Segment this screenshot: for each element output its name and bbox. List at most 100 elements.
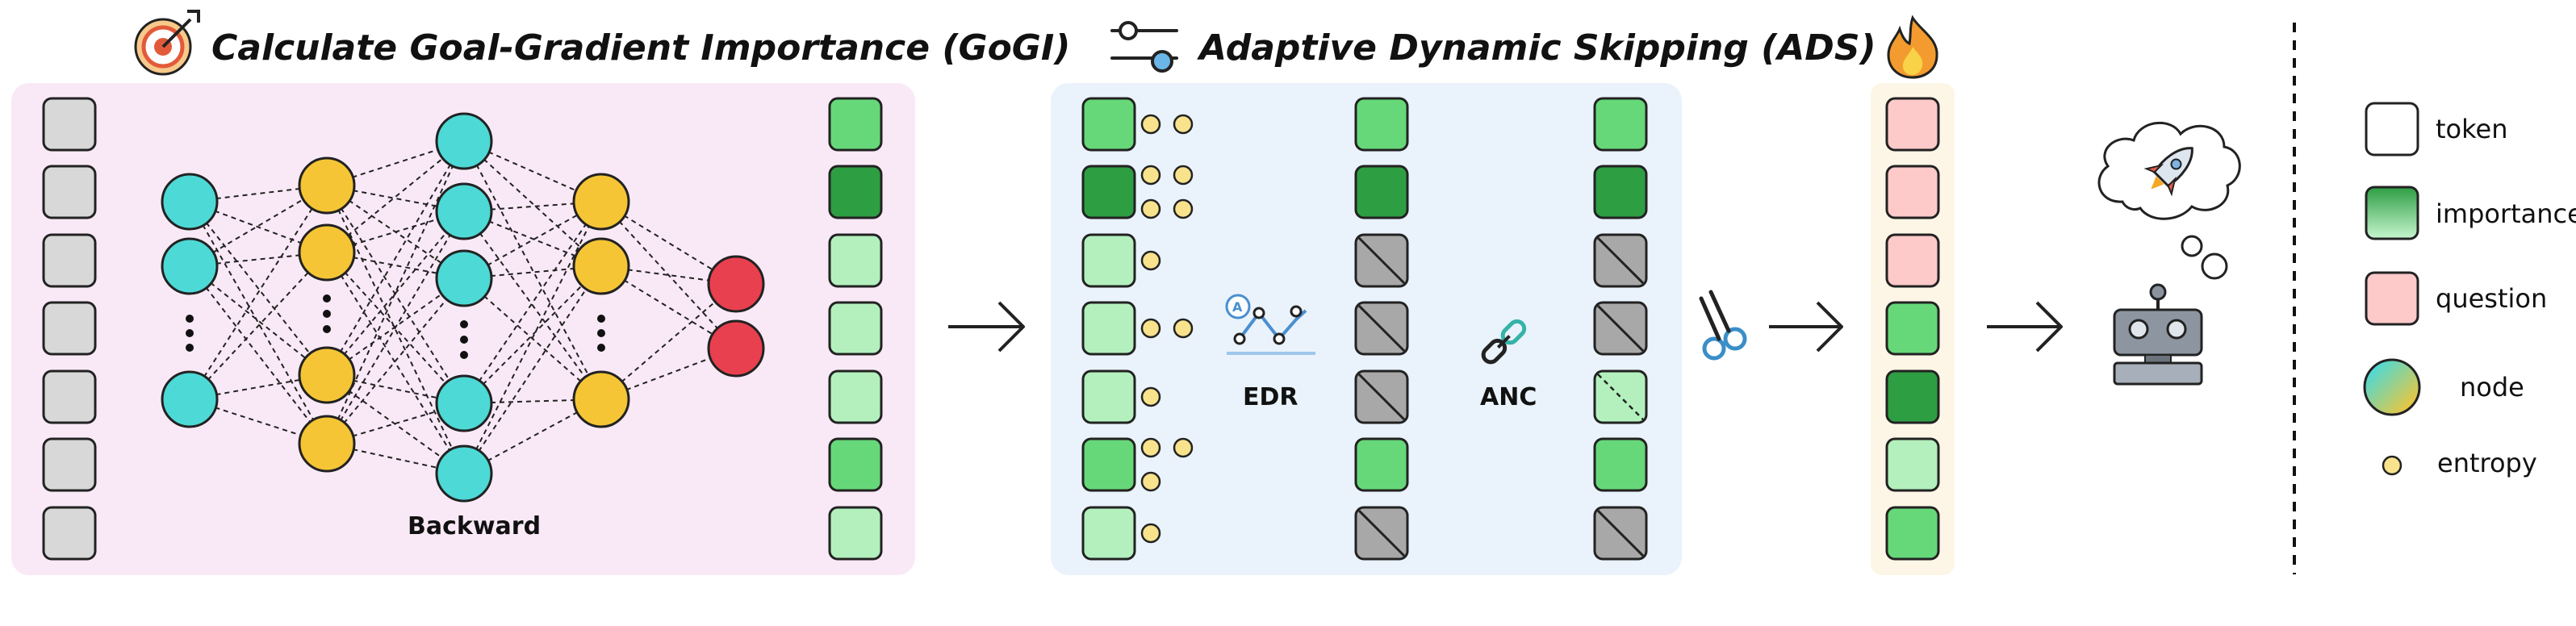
gogi-title: Calculate Goal-Gradient Importance (GoGI… <box>211 27 1070 69</box>
network-layer-4 <box>572 173 630 428</box>
ellipsis-dot <box>460 351 468 359</box>
gogi-importance-tokens <box>828 97 883 561</box>
node <box>707 319 765 378</box>
token-cell <box>42 506 97 561</box>
network-layer-1 <box>161 173 219 428</box>
legend-importance-label: importance <box>2436 198 2576 229</box>
legend-entropy-label: entropy <box>2437 448 2537 478</box>
node <box>435 374 493 432</box>
legend-token-swatch <box>2365 102 2419 156</box>
legend-question-swatch <box>2365 271 2419 326</box>
importance-cell <box>1593 97 1648 152</box>
entropy-dots <box>1140 114 1194 544</box>
arrow-ads-to-output-head <box>1816 301 1843 353</box>
token-cell <box>42 233 97 288</box>
node <box>298 223 356 282</box>
importance-cell <box>828 437 883 492</box>
importance-cell <box>1885 369 1940 424</box>
importance-cell <box>1885 437 1940 492</box>
importance-cell <box>1885 506 1940 561</box>
skipped-cell <box>1593 233 1648 288</box>
importance-cell <box>828 301 883 356</box>
skipped-cell <box>1354 506 1409 561</box>
entropy-dot <box>1140 198 1161 219</box>
skipped-cell <box>1593 506 1648 561</box>
target-icon <box>134 10 200 76</box>
ellipsis-dot <box>323 310 331 318</box>
ads-title: Adaptive Dynamic Skipping (ADS) <box>1197 27 1876 69</box>
chart-icon: A <box>1225 294 1315 355</box>
ads-edr-tokens <box>1354 97 1409 561</box>
skipped-cell <box>1354 301 1409 356</box>
entropy-dot <box>1140 250 1161 271</box>
ads-input-tokens <box>1081 97 1136 561</box>
importance-cell <box>1593 165 1648 219</box>
token-cell <box>42 369 97 424</box>
importance-cell <box>828 97 883 152</box>
edr-label: EDR <box>1243 383 1298 411</box>
legend-node-swatch <box>2363 358 2421 416</box>
token-cell <box>42 165 97 219</box>
fire-icon <box>1887 15 1938 79</box>
gogi-input-tokens <box>42 97 97 561</box>
entropy-dot <box>1140 471 1161 492</box>
node <box>707 255 765 313</box>
importance-cell <box>1354 165 1409 219</box>
entropy-dot <box>1140 114 1161 135</box>
importance-cell <box>1081 97 1136 152</box>
ellipsis-dot <box>597 315 605 323</box>
skipped-cell <box>1593 301 1648 356</box>
entropy-dot <box>1140 386 1161 407</box>
question-cell <box>1885 97 1940 152</box>
node <box>435 182 493 240</box>
node <box>161 370 219 428</box>
output-panel <box>1871 15 1955 575</box>
node <box>298 156 356 215</box>
question-cell <box>1885 165 1940 219</box>
network-layer-3 <box>435 112 493 503</box>
rocket-icon <box>2143 147 2193 197</box>
importance-cell <box>828 165 883 219</box>
entropy-dot <box>1173 114 1194 135</box>
token-cell <box>42 97 97 152</box>
robot-icon <box>2113 283 2203 386</box>
importance-cell <box>1081 165 1136 219</box>
node <box>435 249 493 307</box>
network-output-layer <box>707 255 765 378</box>
arrow-gogi-to-ads-head <box>997 301 1025 353</box>
node <box>161 173 219 231</box>
entropy-dot <box>1140 437 1161 458</box>
question-cell <box>1885 233 1940 288</box>
importance-cell <box>828 506 883 561</box>
ellipsis-dot <box>597 344 605 352</box>
legend-token-label: token <box>2436 114 2507 144</box>
skipped-cell <box>1354 233 1409 288</box>
entropy-dot <box>1140 165 1161 186</box>
entropy-dot <box>1140 318 1161 339</box>
gogi-panel-background <box>11 83 915 575</box>
ellipsis-dot <box>597 329 605 337</box>
thought-bubble-icon <box>2097 121 2241 280</box>
ads-anc-tokens <box>1593 97 1648 561</box>
ellipsis-dot <box>186 315 194 323</box>
importance-cell <box>1593 437 1648 492</box>
legend-importance-swatch <box>2365 186 2419 240</box>
ellipsis-dot <box>460 336 468 344</box>
link-icon <box>1481 319 1527 365</box>
sliders-icon <box>1110 21 1178 73</box>
ellipsis-dot <box>323 325 331 333</box>
network-layer-2 <box>298 156 356 473</box>
backward-label: Backward <box>408 512 541 540</box>
legend-entropy-swatch <box>2382 455 2402 476</box>
ellipsis-dot <box>186 344 194 352</box>
legend-question-label: question <box>2436 283 2547 314</box>
importance-cell <box>1885 301 1940 356</box>
importance-cell <box>1081 506 1136 561</box>
entropy-dot <box>1173 198 1194 219</box>
node <box>298 346 356 404</box>
entropy-dot <box>1173 437 1194 458</box>
entropy-dot <box>1173 318 1194 339</box>
legend-node-label: node <box>2460 372 2524 403</box>
legend: token importance question node entropy <box>2363 102 2576 478</box>
